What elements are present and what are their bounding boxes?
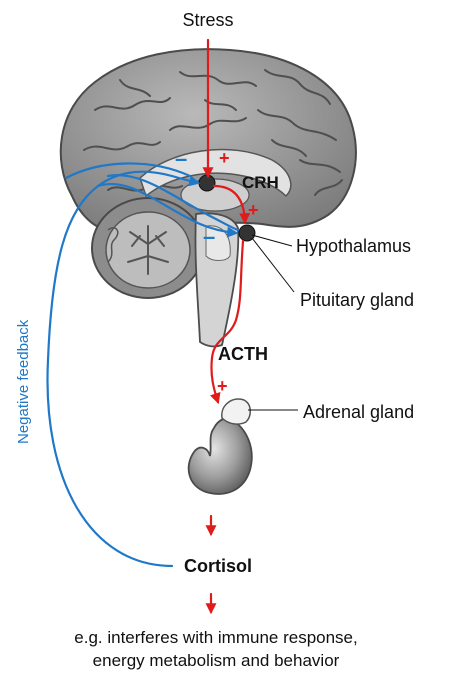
caption-line-1: e.g. interferes with immune response, [74, 628, 357, 647]
negative-feedback-label: Negative feedback [15, 319, 32, 444]
hypothalamus-leader-line [252, 235, 292, 246]
cortisol-label: Cortisol [184, 556, 252, 576]
hypothalamus-dot [199, 175, 215, 191]
plus-sign-adrenal: + [217, 376, 228, 396]
plus-sign-hypothalamus: + [219, 148, 230, 168]
stress-label: Stress [182, 10, 233, 30]
minus-sign-pituitary: – [203, 224, 215, 249]
cerebellum [92, 198, 204, 298]
pituitary-leader-line [252, 238, 294, 292]
caption-line-2: energy metabolism and behavior [93, 651, 340, 670]
adrenal-label: Adrenal gland [303, 402, 414, 422]
pituitary-label: Pituitary gland [300, 290, 414, 310]
crh-label: CRH [242, 173, 279, 192]
plus-sign-pituitary: + [248, 200, 259, 220]
adrenal-kidney-illustration [189, 399, 298, 494]
hypothalamus-label: Hypothalamus [296, 236, 411, 256]
kidney [189, 418, 252, 494]
minus-sign-hypothalamus: – [175, 146, 187, 171]
adrenal-cap [222, 399, 250, 424]
acth-label: ACTH [218, 344, 268, 364]
